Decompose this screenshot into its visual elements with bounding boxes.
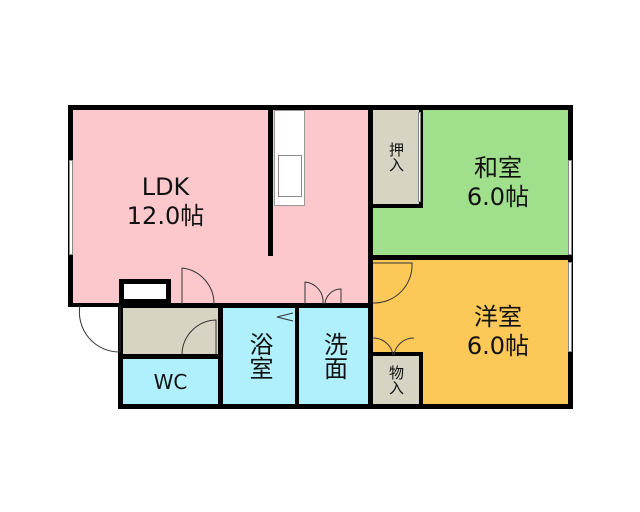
oshiire-label: 押入 <box>387 142 405 172</box>
door-wc <box>181 319 217 355</box>
room-oshiire: 押入 <box>373 110 419 204</box>
door-bath-marker <box>276 312 294 322</box>
yoshitsu-size: 6.0帖 <box>466 332 530 360</box>
door-monoire <box>372 337 415 356</box>
room-senmen: 洗面 <box>299 308 368 404</box>
door-yoshitsu <box>372 262 413 304</box>
room-wc: WC <box>123 359 218 404</box>
ldk-size: 12.0帖 <box>126 201 205 230</box>
door-ldk-entry <box>181 267 215 305</box>
kitchen-sink <box>278 155 302 197</box>
room-ldk: LDK 12.0帖 <box>73 110 368 303</box>
bath-label: 浴室 <box>245 332 273 380</box>
washitsu-label: 和室 <box>474 153 522 182</box>
window-oshiire <box>418 112 421 202</box>
room-monoire: 物入 <box>373 356 419 404</box>
front-door <box>78 304 121 353</box>
partition-wall <box>268 110 273 256</box>
ldk-label: LDK <box>141 172 190 201</box>
room-bath: 浴室 <box>223 308 295 404</box>
yoshitsu-label: 洋室 <box>474 303 522 332</box>
door-senmen <box>304 281 342 305</box>
wc-label: WC <box>153 369 188 394</box>
washitsu-size: 6.0帖 <box>466 182 530 211</box>
monoire-label: 物入 <box>387 365 405 395</box>
window-washitsu <box>568 160 572 255</box>
storage-box-inner <box>124 284 166 299</box>
senmen-label: 洗面 <box>319 332 348 380</box>
entrance <box>123 308 218 354</box>
window-ldk <box>69 160 73 255</box>
window-yoshitsu <box>568 262 572 352</box>
